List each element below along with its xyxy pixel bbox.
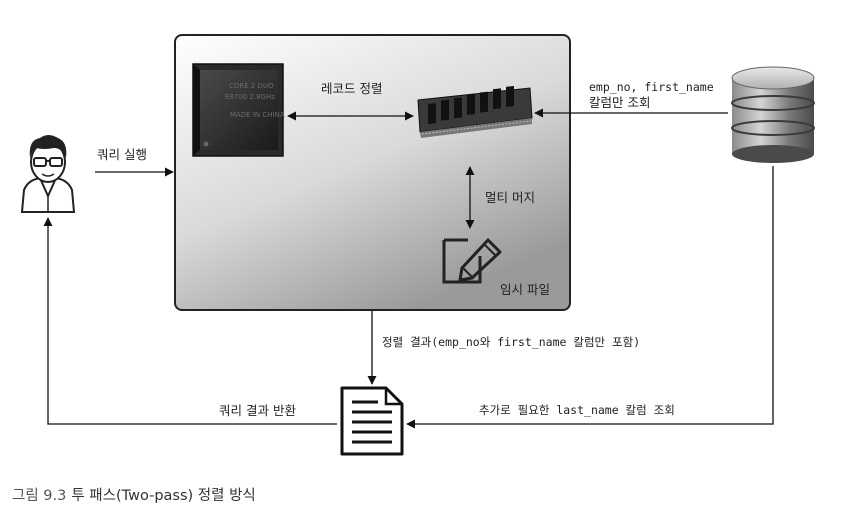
run-query-label: 쿼리 실행 [97, 147, 147, 162]
cpu-label-3: MADE IN CHINA [230, 111, 285, 119]
user-icon [20, 135, 76, 213]
record-sort-label: 레코드 정렬 [321, 81, 383, 96]
extra-fetch-arrow [406, 166, 774, 429]
return-result-label: 쿼리 결과 반환 [219, 403, 296, 418]
multi-merge-label: 멀티 머지 [485, 190, 535, 205]
cpu-chip-icon: CORE 2 DUO E8700 2.8GHz MADE IN CHINA [192, 63, 285, 157]
extra-fetch-label: 추가로 필요한 last_name 칼럼 조회 [479, 403, 675, 417]
cpu-label-2: E8700 2.8GHz [225, 93, 275, 101]
figure-title: 투 패스(Two-pass) 정렬 방식 [71, 488, 256, 504]
temp-file-label: 임시 파일 [500, 282, 550, 297]
cpu-label-1: CORE 2 DUO [229, 82, 274, 90]
database-icon [731, 66, 815, 163]
temp-file-icon [442, 238, 502, 284]
result-document-icon [340, 386, 404, 456]
fetch-columns-label-1: emp_no, first_name [589, 80, 714, 94]
sort-result-label: 정렬 결과(emp_no와 first_name 칼럼만 포함) [382, 335, 641, 349]
memory-module-icon [417, 85, 533, 138]
figure-number: 그림 9.3 [12, 488, 67, 504]
fetch-columns-label-2: 칼럼만 조회 [589, 95, 651, 110]
return-result-arrow [43, 217, 337, 425]
